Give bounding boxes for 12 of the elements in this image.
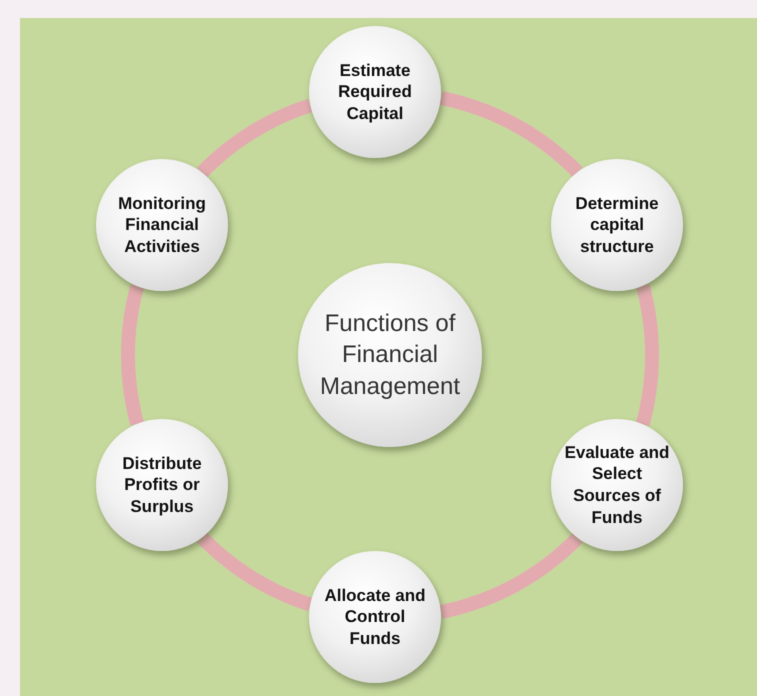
- ring-connector: [197, 98, 314, 178]
- ring-connector: [438, 91, 583, 178]
- ring-connector: [438, 532, 583, 619]
- node-label: Evaluate and Select Sources of Funds: [564, 442, 670, 528]
- node-label: Determine capital structure: [574, 192, 660, 258]
- node-label: Allocate and Control Funds: [323, 584, 427, 650]
- ring-connector: [636, 282, 659, 428]
- node-label: Estimate Required Capital: [337, 60, 413, 124]
- ring-connector: [121, 282, 144, 428]
- node-label: Monitoring Financial Activities: [117, 192, 207, 258]
- node-label: Functions of Financial Management: [318, 309, 462, 402]
- node-label: Distribute Profits or Surplus: [121, 452, 203, 518]
